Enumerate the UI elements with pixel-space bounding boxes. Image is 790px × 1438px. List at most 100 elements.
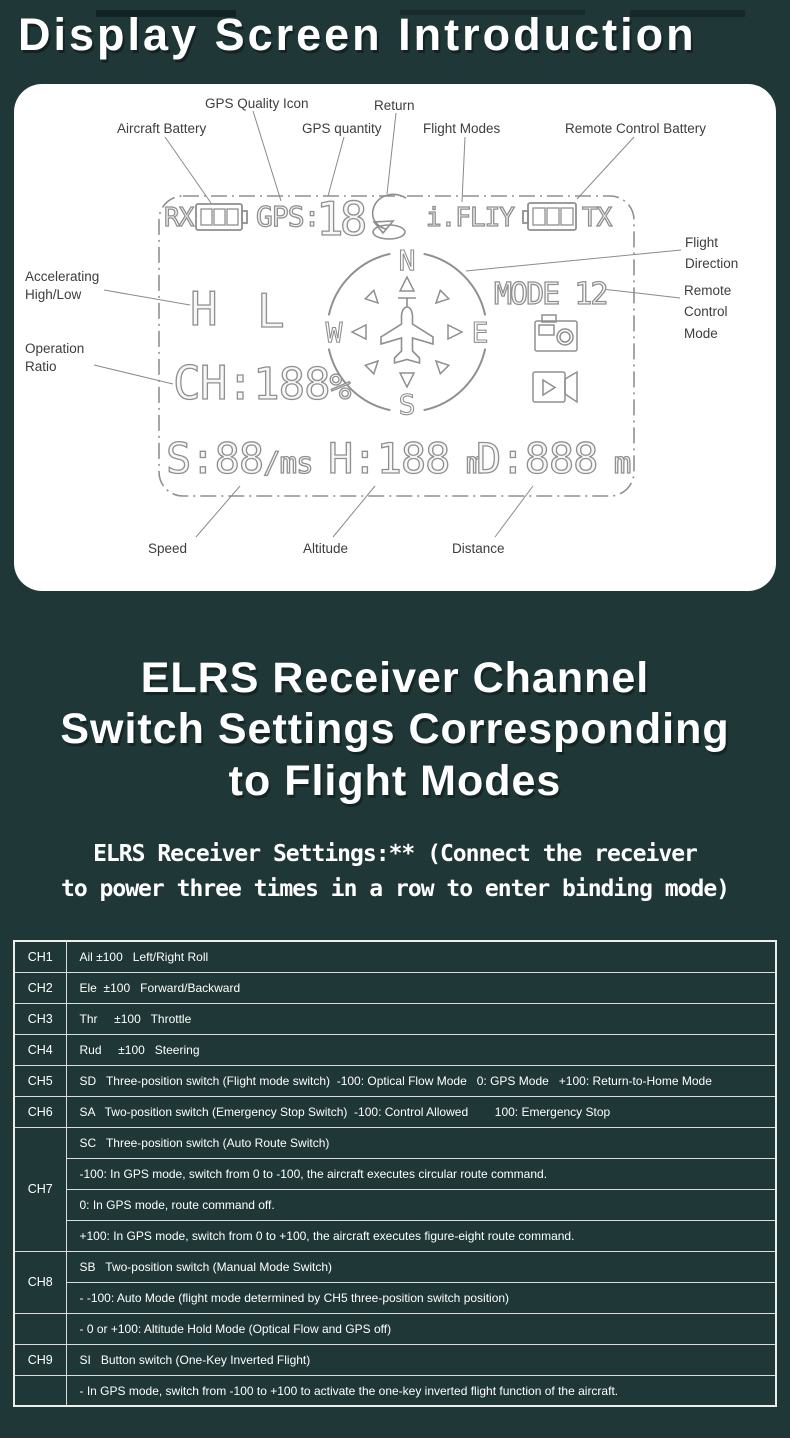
description-cell: Ail ±100 Left/Right Roll [65, 940, 777, 973]
return-icon [371, 193, 407, 240]
table-row: +100: In GPS mode, switch from 0 to +100… [14, 1219, 777, 1252]
plane-icon [380, 296, 434, 364]
compass-n: N [399, 244, 416, 277]
channel-cell: CH6 [13, 1095, 67, 1128]
lcd-altitude-unit: m [465, 445, 484, 480]
display-border [158, 194, 635, 497]
table-row: 0: In GPS mode, route command off. [14, 1188, 777, 1221]
table-row: - -100: Auto Mode (flight mode determine… [14, 1281, 777, 1314]
description-cell: - -100: Auto Mode (flight mode determine… [65, 1281, 777, 1314]
lcd-altitude-value: 188 [376, 433, 451, 483]
channel-cell: CH7 [13, 1126, 67, 1252]
lcd-ch-value: 188 [252, 358, 331, 410]
lcd-distance-unit: m [613, 445, 632, 480]
top-bar-segment [630, 10, 745, 17]
display-diagram-card: N E S W GPS Quality Icon Return Aircraft… [14, 83, 776, 591]
top-bar-segment [96, 10, 236, 17]
section-subtext: ELRS Receiver Settings:** (Connect the r… [60, 841, 730, 902]
description-cell: 0: In GPS mode, route command off. [65, 1188, 777, 1221]
channel-cell: CH9 [13, 1343, 67, 1376]
description-cell: Thr ±100 Throttle [65, 1002, 777, 1035]
label-rc-battery: Remote Control Battery [565, 120, 707, 136]
compass-e: E [472, 316, 489, 349]
description-cell: SI Button switch (One-Key Inverted Fligh… [65, 1343, 777, 1376]
manual-page: { "title": "Display Screen Introduction"… [0, 10, 790, 1438]
channel-cell: CH8 [13, 1250, 67, 1314]
top-bar-segment [400, 10, 585, 15]
lcd-flight-mode: i.FLIY [425, 202, 515, 233]
description-cell: SC Three-position switch (Auto Route Swi… [65, 1126, 777, 1159]
lcd-speed-group: S:88/ms [165, 436, 315, 480]
table-row: - In GPS mode, switch from -100 to +100 … [13, 1374, 777, 1407]
compass-w: W [326, 316, 343, 349]
description-cell: Ele ±100 Forward/Backward [65, 971, 777, 1004]
lcd-distance-group: D:888 m [475, 436, 632, 480]
description-cell: - In GPS mode, switch from -100 to +100 … [65, 1374, 777, 1407]
lcd-altitude-group: H:188 m [327, 436, 484, 480]
lcd-ch-group: CH:188% [172, 358, 352, 410]
table-row: - 0 or +100: Altitude Hold Mode (Optical… [13, 1312, 777, 1345]
channel-cell: CH5 [13, 1064, 67, 1097]
description-cell: - 0 or +100: Altitude Hold Mode (Optical… [65, 1312, 777, 1345]
description-cell: SB Two-position switch (Manual Mode Swit… [65, 1250, 777, 1283]
label-accelerating: Accelerating High/Low [25, 268, 100, 302]
label-gps-quality: GPS Quality Icon [205, 95, 309, 111]
description-cell: +100: In GPS mode, switch from 0 to +100… [65, 1219, 777, 1252]
lcd-accel-low: L [256, 283, 285, 338]
lcd-ch-unit: % [329, 366, 352, 408]
compass-letters: N E S W [325, 243, 489, 421]
lcd-altitude-prefix: H: [327, 433, 378, 483]
label-altitude: Altitude [303, 540, 349, 556]
rx-battery-icon [195, 202, 248, 231]
label-speed: Speed [148, 540, 188, 556]
lcd-speed-value: 88 [214, 433, 265, 483]
label-flight-direction: Flight Direction [685, 234, 739, 272]
channel-cell [13, 1374, 67, 1407]
display-diagram-graphics: N E S W [93, 110, 682, 537]
label-operation-ratio: Operation Ratio [25, 340, 85, 374]
video-icon [532, 370, 578, 403]
label-distance: Distance [452, 540, 505, 556]
description-cell: SA Two-position switch (Emergency Stop S… [65, 1095, 777, 1128]
label-return: Return [374, 97, 415, 113]
label-rc-mode: Remote Control Mode [684, 282, 732, 342]
lcd-gps-label: GPS: [255, 199, 321, 233]
tx-battery-icon [522, 201, 577, 231]
channel-cell: CH4 [13, 1033, 67, 1066]
page-title: Display Screen Introduction [18, 9, 697, 60]
lcd-speed-unit: /ms [263, 445, 315, 480]
section-heading: ELRS Receiver Channel Switch Settings Co… [60, 653, 730, 805]
compass-triangles [350, 274, 464, 389]
lcd-gps-value: 18 [315, 191, 368, 246]
label-flight-modes: Flight Modes [423, 120, 501, 136]
channel-cell [13, 1312, 67, 1345]
compass [327, 252, 487, 411]
description-cell: SD Three-position switch (Flight mode sw… [65, 1064, 777, 1097]
label-gps-quantity: GPS quantity [302, 120, 382, 136]
lcd-tx: TX [581, 202, 613, 233]
lcd-accel-high: H [189, 281, 218, 336]
leader-lines [93, 110, 682, 537]
lcd-speed-prefix: S: [165, 433, 216, 483]
lcd-rx: RX [163, 202, 195, 233]
compass-s: S [399, 388, 416, 421]
channel-cell: CH1 [13, 940, 67, 973]
label-aircraft-battery: Aircraft Battery [117, 120, 207, 136]
lcd-distance-prefix: D: [475, 433, 526, 483]
description-cell: -100: In GPS mode, switch from 0 to -100… [65, 1157, 777, 1190]
description-cell: Rud ±100 Steering [65, 1033, 777, 1066]
lcd-distance-value: 888 [524, 433, 599, 483]
camera-icon [534, 313, 578, 352]
channel-cell: CH3 [13, 1002, 67, 1035]
channel-cell: CH2 [13, 971, 67, 1004]
